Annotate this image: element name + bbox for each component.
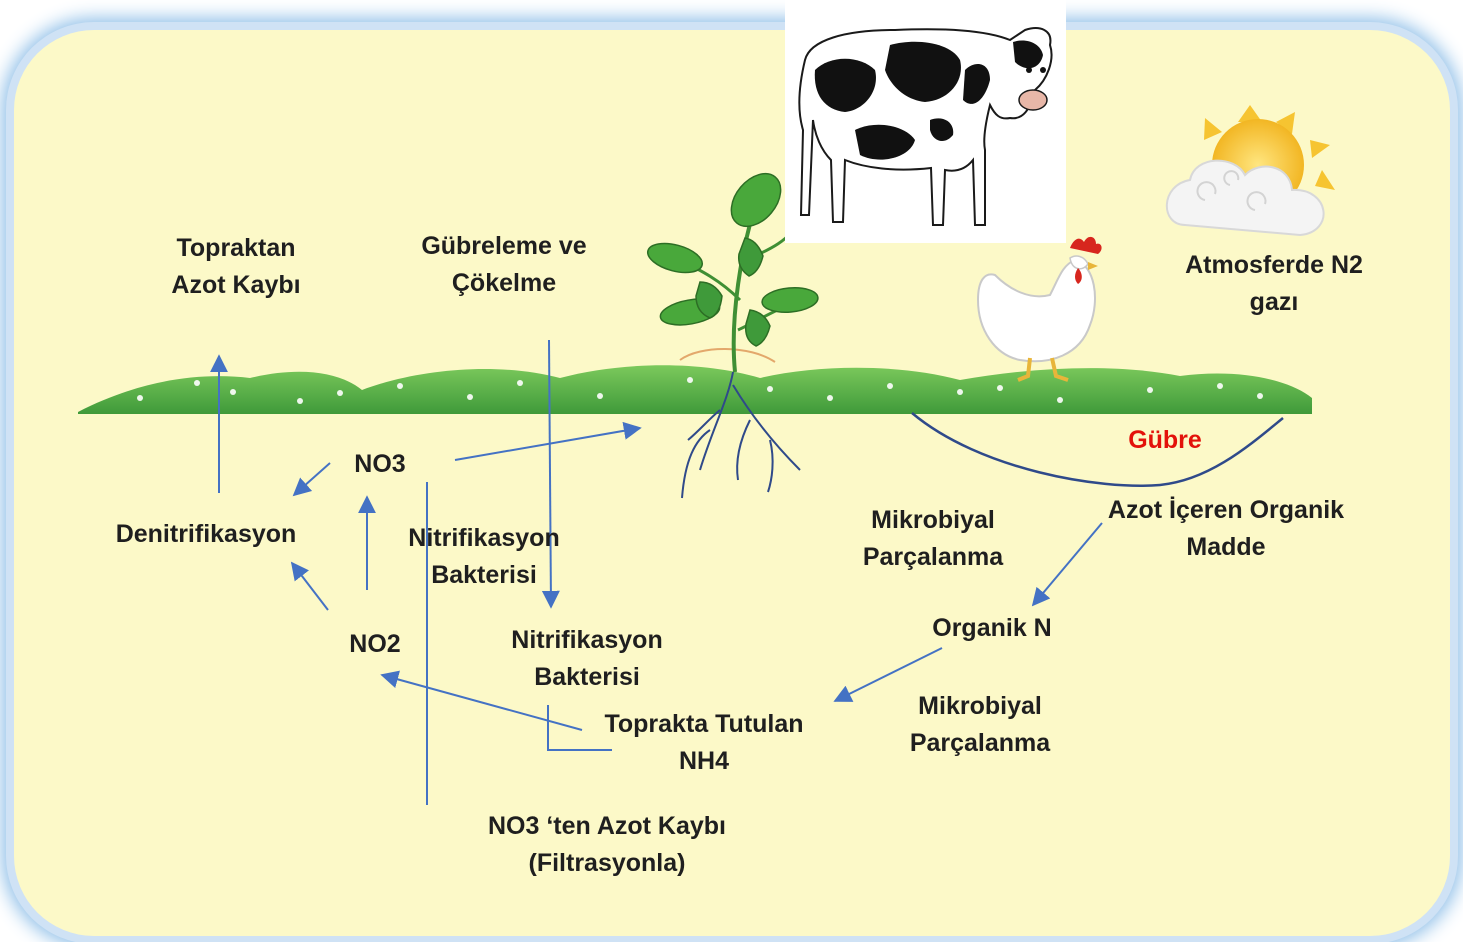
label-atmosferde-n2-gazi: Atmosferde N2 gazı xyxy=(1185,247,1363,321)
label-no2: NO2 xyxy=(349,626,400,663)
cow-illustration xyxy=(785,0,1066,243)
sun-cloud-icon xyxy=(1167,105,1335,235)
grass-strip xyxy=(78,365,1312,414)
label-denitrifikasyon: Denitrifikasyon xyxy=(116,516,297,553)
label-azot-iceren-organik-madde: Azot İçeren Organik Madde xyxy=(1108,492,1344,566)
label-nitrifikasyon-bakterisi-upper: Nitrifikasyon Bakterisi xyxy=(408,520,559,594)
arrow-organik-madde-to-organik-n xyxy=(1033,523,1102,605)
label-organik-n: Organik N xyxy=(932,610,1051,647)
label-topraktan-azot-kaybi: Topraktan Azot Kaybı xyxy=(171,230,300,304)
gubre-curve xyxy=(912,413,1283,486)
label-gubre: Gübre xyxy=(1128,422,1202,459)
label-mikrobiyal-parcalanma-lower: Mikrobiyal Parçalanma xyxy=(910,688,1050,762)
nh4-bracket xyxy=(548,705,612,750)
hen-illustration xyxy=(978,237,1102,380)
label-no3: NO3 xyxy=(354,446,405,483)
label-gubreleme-ve-cokelme: Gübreleme ve Çökelme xyxy=(421,228,586,302)
label-toprakta-tutulan-nh4: Toprakta Tutulan NH4 xyxy=(604,706,803,780)
arrow-no2-to-denitrifikasyon xyxy=(292,563,328,610)
label-no3-azot-kaybi-filtrasyon: NO3 ‘ten Azot Kaybı (Filtrasyonla) xyxy=(488,808,726,882)
arrow-no3-to-denitrifikasyon xyxy=(294,463,330,495)
arrow-no3-to-plant xyxy=(455,428,640,460)
label-nitrifikasyon-bakterisi-lower: Nitrifikasyon Bakterisi xyxy=(511,622,662,696)
label-mikrobiyal-parcalanma-upper: Mikrobiyal Parçalanma xyxy=(863,502,1003,576)
